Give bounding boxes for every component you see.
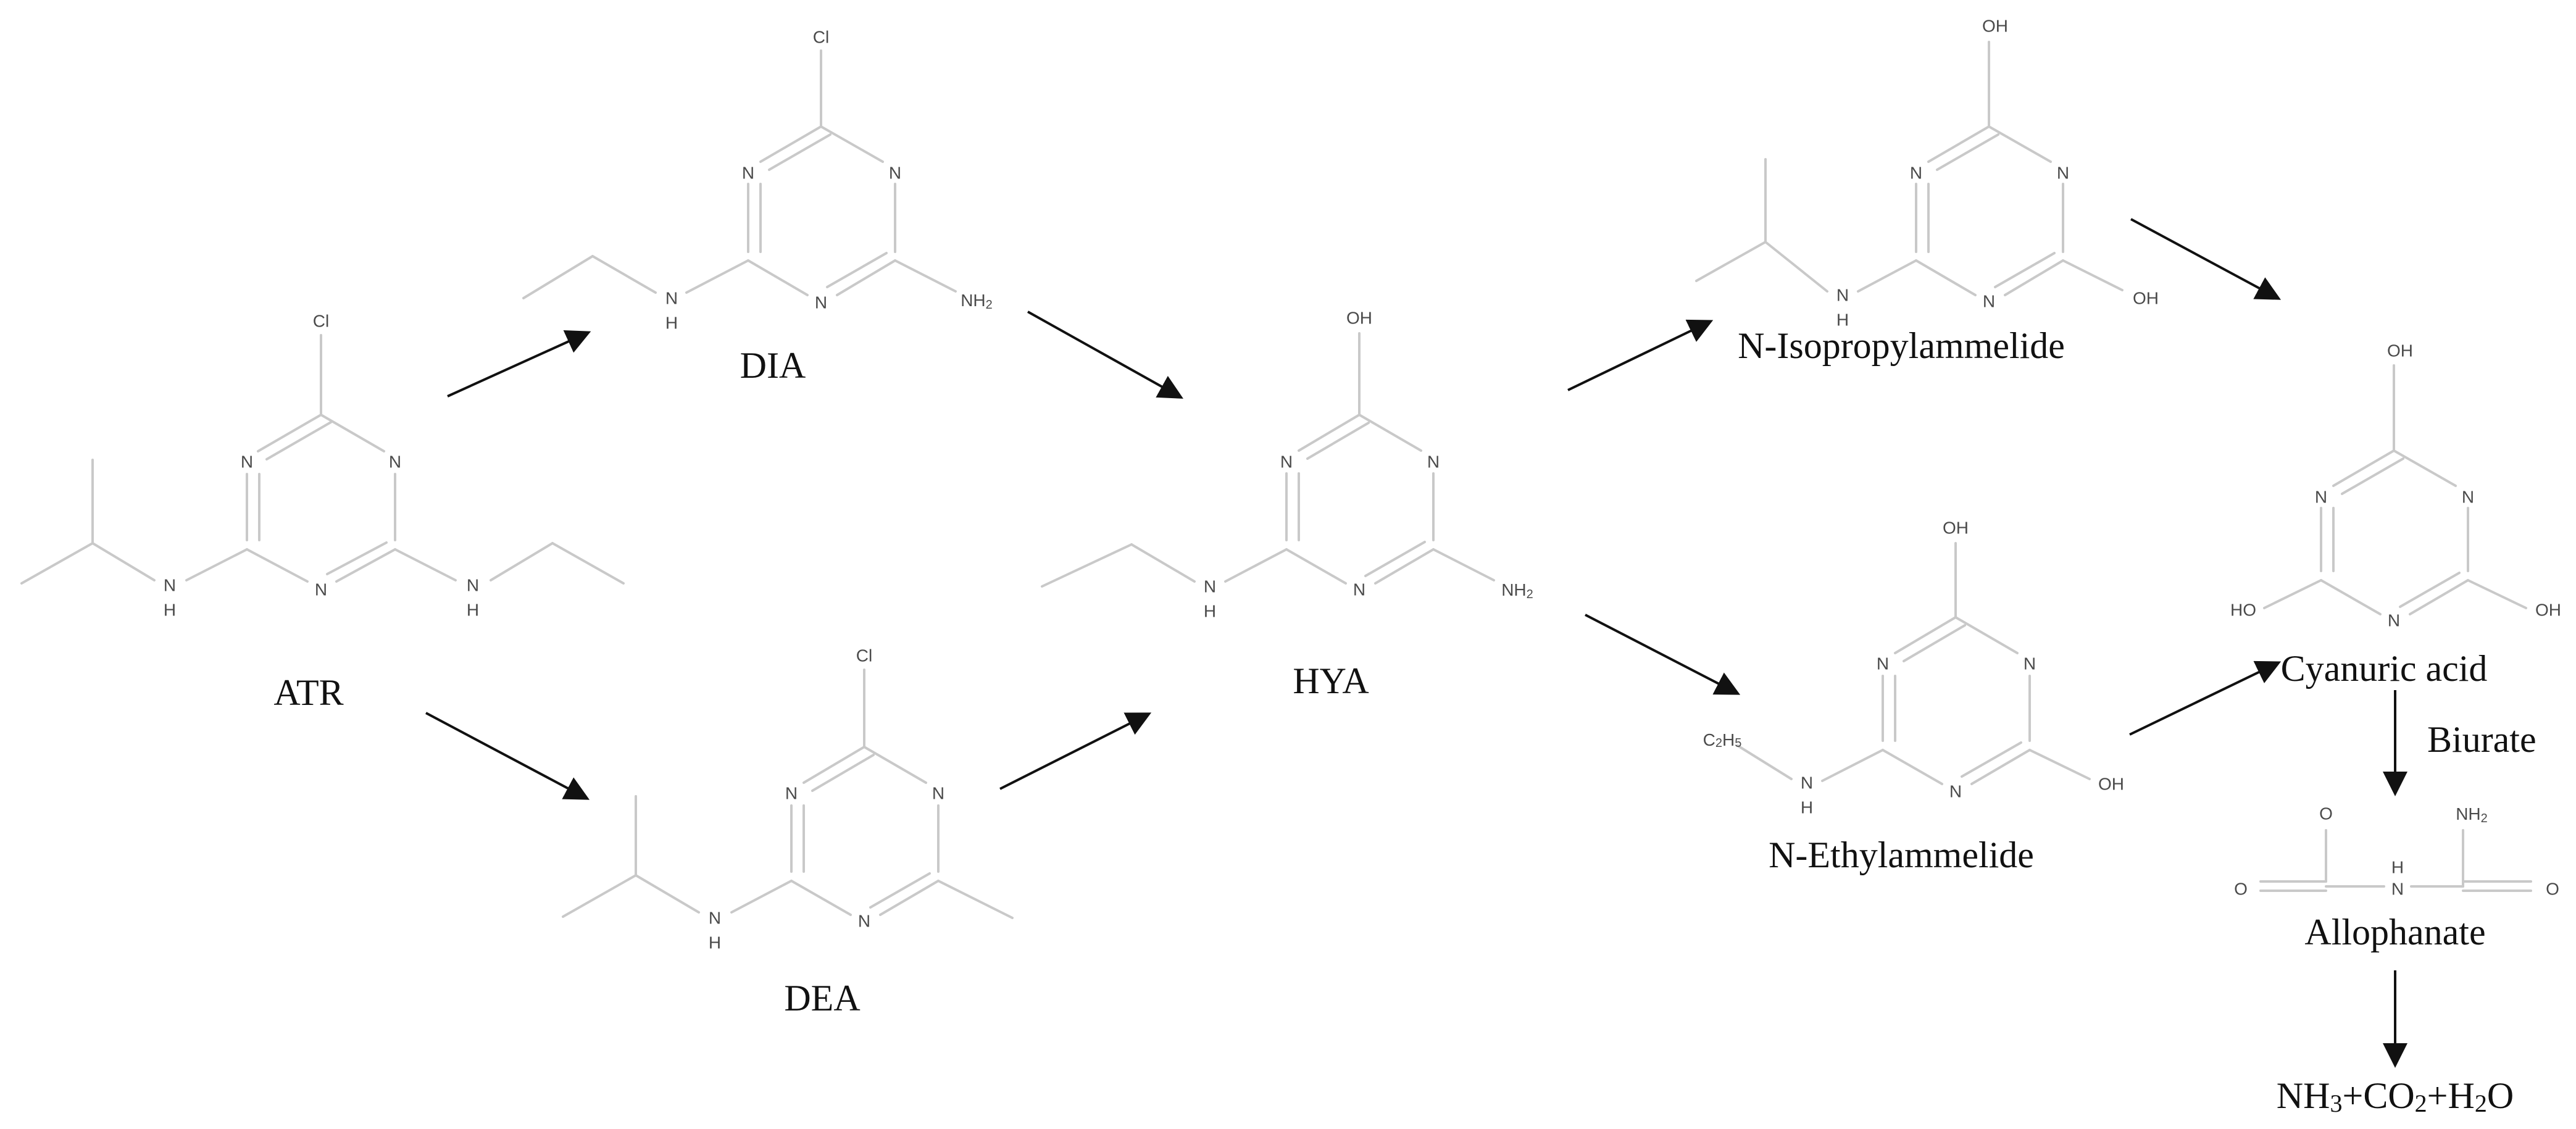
atom-n: N (815, 293, 827, 312)
arrow-atr-to-dia (447, 330, 591, 398)
atom-h: H (665, 314, 678, 333)
atom-n: N (2057, 164, 2069, 183)
atr-structure: Cl N N N N H N H ATR (20, 312, 625, 713)
atom-n: N (2391, 880, 2404, 899)
atom-n: N (1949, 782, 1962, 801)
cyanuric-acid-structure: OH N N N HO OH Cyanuric acid (2230, 341, 2561, 689)
dea-structure: Cl N N N N H DEA (562, 646, 1014, 1019)
atom-n: N (1877, 654, 1889, 673)
atom-n: N (1204, 577, 1216, 596)
dia-structure: Cl N N N N H NH2 DIA (522, 28, 993, 386)
atom-h: H (164, 601, 176, 620)
atom-n: N (164, 576, 176, 595)
atom-oh: OH (2098, 775, 2124, 794)
label-cyanuric-acid: Cyanuric acid (2281, 648, 2488, 689)
atom-n: N (241, 452, 253, 472)
label-final-products: NH3+CO2+H2O (2277, 1075, 2514, 1117)
label-atr: ATR (273, 672, 343, 713)
hya-structure: OH N N N N H NH2 HYA (1041, 309, 1533, 701)
allophanate-structure: O O H N O NH2 Allophanate (2234, 804, 2559, 953)
atom-n: N (932, 784, 944, 803)
atom-oh: OH (1982, 17, 2008, 36)
atom-o: O (2319, 804, 2333, 823)
atom-n: N (1910, 164, 1922, 183)
label-biurate: Biurate (2427, 719, 2536, 760)
arrow-hya-to-n-isopropylammelide (1567, 319, 1714, 391)
label-n-ethylammelide: N-Ethylammelide (1769, 835, 2034, 875)
atom-cl: Cl (856, 646, 872, 665)
atom-o: O (2234, 880, 2248, 899)
n-ethylammelide-structure: OH N N N N H OH C2H5 N-Ethylammelide (1703, 519, 2124, 876)
atom-n: N (2462, 488, 2474, 507)
atom-oh: OH (2133, 289, 2159, 308)
atom-n: N (2024, 654, 2036, 673)
atom-n: N (1427, 452, 1440, 472)
atom-n: N (1836, 286, 1849, 305)
atom-cl: Cl (313, 312, 329, 331)
label-allophanate: Allophanate (2304, 912, 2485, 952)
atom-nh2: NH2 (1501, 580, 1533, 602)
atom-oh: OH (2387, 341, 2413, 360)
atom-h: H (1801, 798, 1813, 817)
atom-n: N (2315, 488, 2327, 507)
atom-n: N (709, 909, 721, 928)
atom-h: H (1836, 310, 1849, 330)
label-dia: DIA (740, 345, 806, 386)
arrow-n-isopropylammelide-to-cyanuric-acid (2130, 218, 2282, 300)
atom-n: N (1801, 773, 1813, 793)
n-isopropylammelide-structure: OH N N N N H OH N-Isopropylammelide (1695, 17, 2159, 366)
atom-n: N (2388, 611, 2400, 630)
atom-oh: OH (1346, 309, 1372, 328)
atom-n: N (665, 289, 678, 308)
label-hya: HYA (1293, 660, 1369, 701)
atom-ho: HO (2230, 601, 2256, 620)
atom-h: H (1204, 602, 1216, 621)
atom-nh2: NH2 (2456, 804, 2488, 826)
atom-c2h5: C2H5 (1703, 730, 1742, 751)
atom-n: N (785, 784, 798, 803)
atom-oh: OH (1943, 519, 1969, 538)
atom-n: N (858, 912, 870, 931)
arrow-dea-to-hya (999, 712, 1152, 790)
atom-h: H (2391, 858, 2404, 877)
reaction-arrows (425, 218, 2407, 1068)
atom-n: N (467, 576, 479, 595)
arrow-atr-to-dea (425, 712, 590, 800)
label-n-isopropylammelide: N-Isopropylammelide (1738, 325, 2065, 366)
arrow-hya-to-n-ethylammelide (1585, 614, 1741, 695)
atom-h: H (467, 601, 479, 620)
atom-n: N (1280, 452, 1293, 472)
atom-h: H (709, 933, 721, 952)
atom-n: N (1983, 292, 1995, 311)
atom-cl: Cl (813, 28, 829, 47)
atom-n: N (389, 452, 401, 472)
atom-nh2: NH2 (961, 291, 993, 312)
atom-n: N (315, 580, 327, 599)
arrow-n-ethylammelide-to-cyanuric-acid (2129, 660, 2282, 736)
atom-n: N (1353, 580, 1365, 599)
atom-n: N (742, 164, 754, 183)
atom-o: O (2546, 880, 2559, 899)
label-dea: DEA (784, 978, 860, 1019)
atom-oh: OH (2535, 601, 2561, 620)
arrow-dia-to-hya (1027, 310, 1183, 399)
atom-n: N (889, 164, 901, 183)
